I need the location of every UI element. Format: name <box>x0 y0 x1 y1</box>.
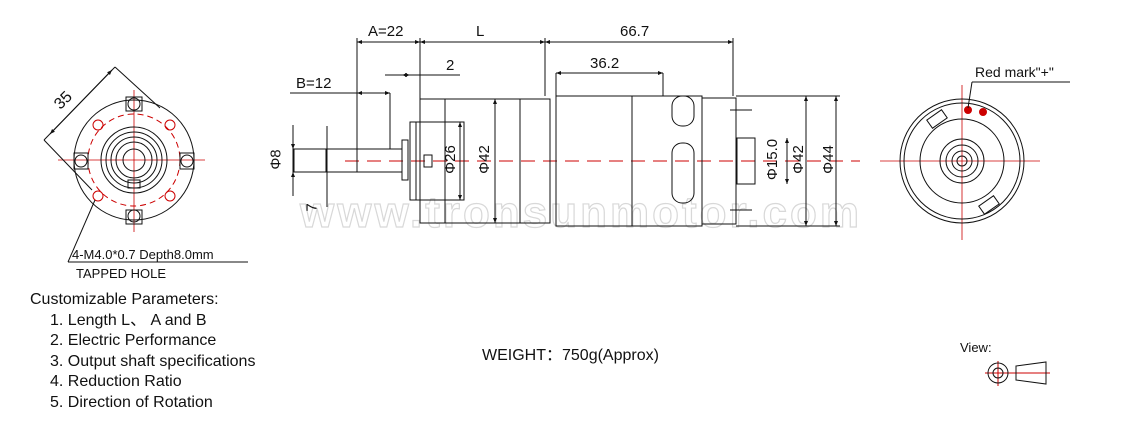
dim-bearing-dia: Φ15.0 <box>764 138 782 181</box>
parameter-item: 3. Output shaft specifications <box>50 352 256 370</box>
watermark: www.tronsunmotor.com <box>299 187 862 237</box>
weight-label: WEIGHT：750g(Approx) <box>482 347 659 364</box>
side-view <box>290 38 860 227</box>
tapped-hole-label: TAPPED HOLE <box>76 266 167 281</box>
dim-motor-dia: Φ42 <box>789 145 807 174</box>
dim-36-2: 36.2 <box>590 55 620 72</box>
dim-66-7: 66.7 <box>620 23 650 40</box>
customizable-parameters: Customizable Parameters: 1. Length L、 A … <box>30 290 255 413</box>
parameters-title: Customizable Parameters: <box>30 291 219 308</box>
front-view <box>43 66 248 263</box>
view-symbol <box>985 361 1050 386</box>
dim-max-dia: Φ44 <box>819 145 837 174</box>
red-mark-label: Red mark"+" <box>975 64 1054 80</box>
parameter-item: 2. Electric Performance <box>50 332 217 349</box>
parameter-item: 1. Length L、 A and B <box>50 311 207 329</box>
dim-a: A=22 <box>368 23 404 40</box>
dim-shaft-dia: Φ8 <box>267 149 285 170</box>
parameter-item: 5. Direction of Rotation <box>50 393 213 411</box>
dim-l: L <box>476 23 485 40</box>
dim-gearbox-dia: Φ42 <box>475 145 493 174</box>
tapped-hole-callout: 4-M4.0*0.7 Depth8.0mm <box>72 247 214 262</box>
view-label: View: <box>960 340 992 355</box>
parameter-item: 4. Reduction Ratio <box>50 373 182 390</box>
dim-2: 2 <box>446 57 455 74</box>
dim-b: B=12 <box>296 75 332 92</box>
dim-boss-dia: Φ26 <box>441 145 459 174</box>
dim-flat: 7 <box>303 203 321 212</box>
rear-view <box>880 81 1070 240</box>
